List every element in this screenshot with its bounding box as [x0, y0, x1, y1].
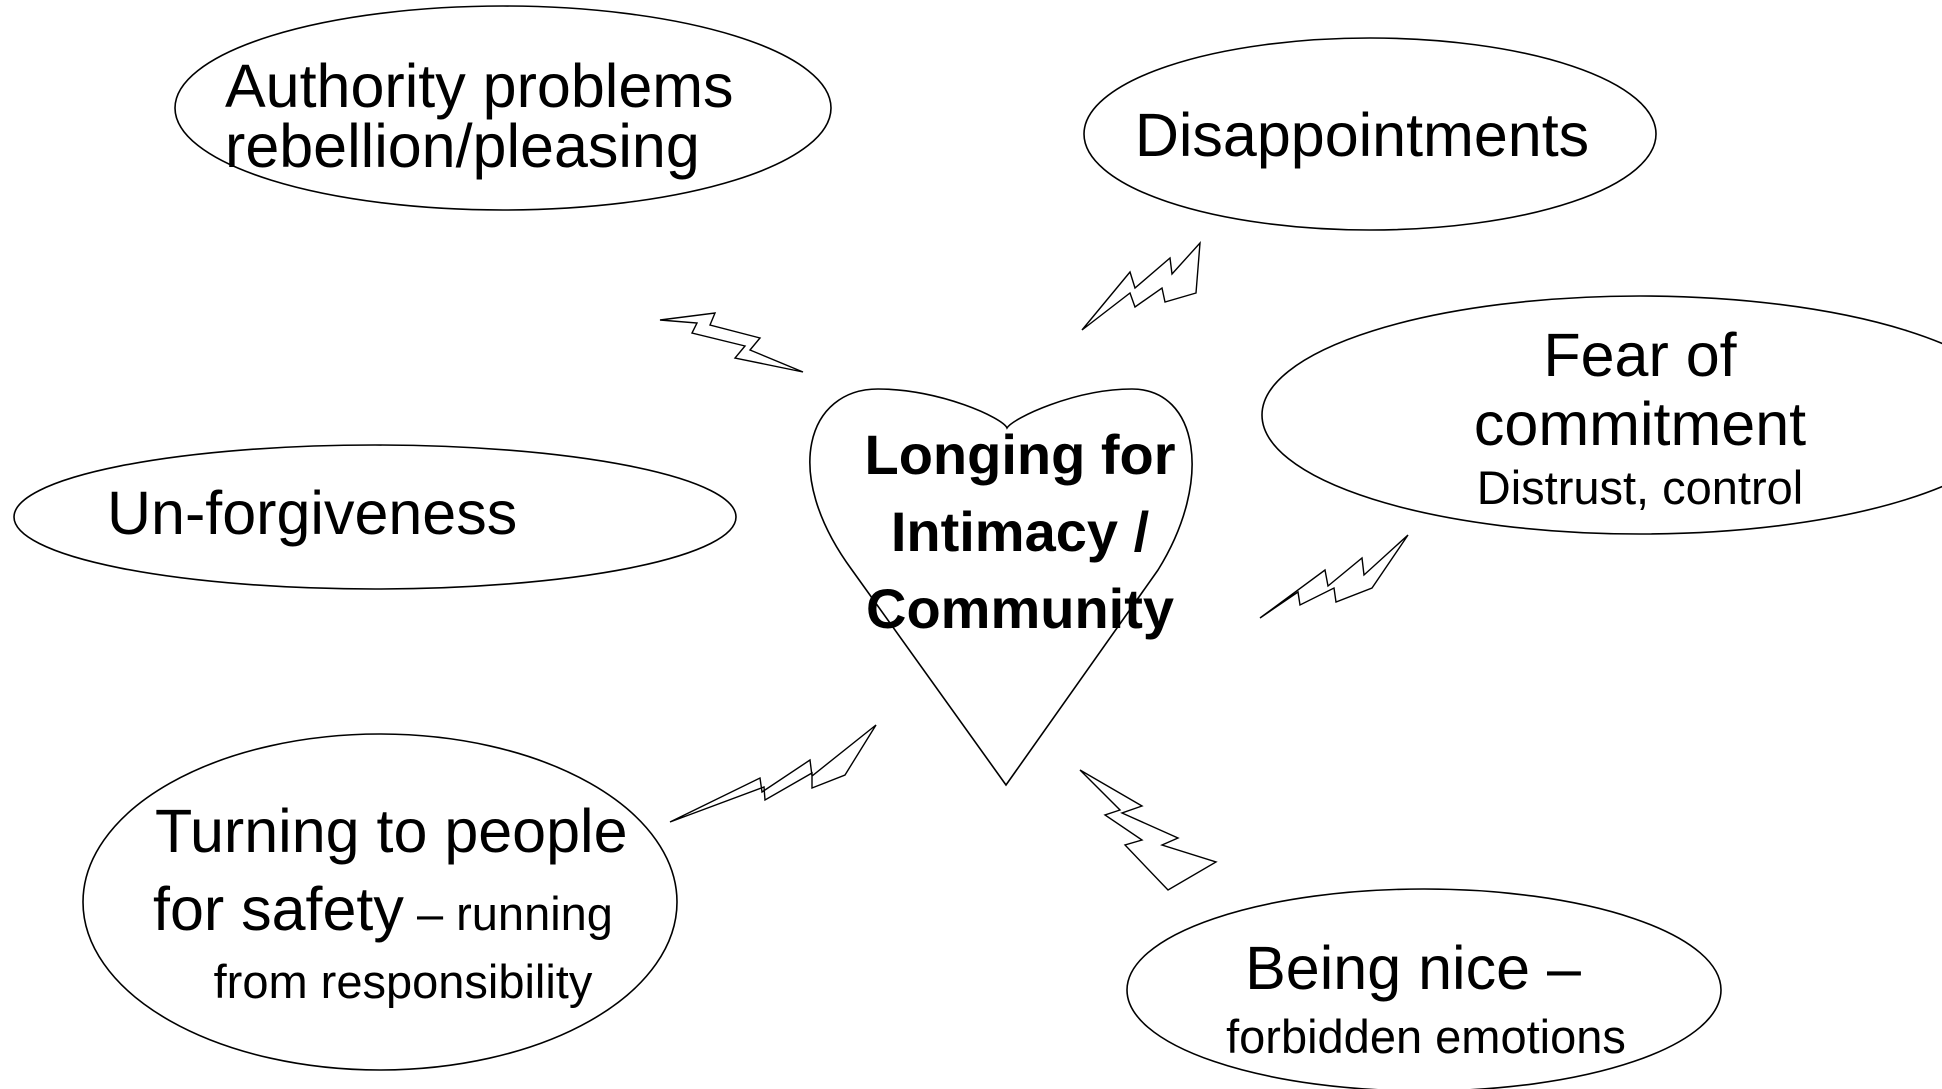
lightning-bolt-icon — [1259, 534, 1409, 619]
node-authority-ellipse — [174, 5, 832, 211]
node-fear-of-commitment: Fear of commitment Distrust, control — [1261, 295, 1942, 535]
node-unforgiveness: Un-forgiveness — [13, 444, 737, 590]
node-being-nice: Being nice – forbidden emotions — [1126, 888, 1722, 1089]
center-heart: Longing for Intimacy / Community — [809, 388, 1193, 787]
node-turning-line2-tail: – running — [404, 887, 613, 940]
lightning-bolt-icon — [659, 312, 804, 373]
node-turning-line2: for safety – running — [153, 875, 613, 943]
lightning-bolt-icon — [669, 724, 877, 823]
node-authority-line1: Authority problems — [225, 52, 734, 120]
node-turning-ellipse — [82, 733, 678, 1071]
node-turning-line3: from responsibility — [214, 955, 593, 1008]
node-fear-line1: Fear of — [1543, 321, 1737, 389]
node-fear-line2: commitment — [1474, 390, 1806, 458]
lightning-bolt-icon — [1079, 769, 1218, 891]
heart-icon — [809, 388, 1193, 787]
node-being-nice-ellipse — [1126, 888, 1722, 1089]
node-disappointments-line1: Disappointments — [1135, 101, 1589, 169]
node-fear-ellipse — [1261, 295, 1942, 535]
node-unforgiveness-line1: Un-forgiveness — [107, 479, 517, 547]
center-line2: Intimacy / — [891, 500, 1150, 563]
center-line3: Community — [866, 577, 1174, 640]
center-line1: Longing for — [864, 423, 1175, 486]
node-being-nice-line2: forbidden emotions — [1226, 1010, 1626, 1063]
node-turning-line2-main: for safety — [153, 875, 404, 943]
node-unforgiveness-ellipse — [13, 444, 737, 590]
node-turning-line1: Turning to people — [155, 797, 628, 865]
lightning-bolt-icon — [1081, 241, 1201, 331]
node-turning-to-people: Turning to people for safety – running f… — [82, 733, 678, 1071]
node-authority-line2: rebellion/pleasing — [225, 112, 700, 180]
node-disappointments-ellipse — [1083, 37, 1657, 231]
node-fear-line3: Distrust, control — [1477, 461, 1803, 514]
node-disappointments: Disappointments — [1083, 37, 1657, 231]
node-authority-problems: Authority problems rebellion/pleasing — [174, 5, 832, 211]
node-being-nice-line1: Being nice – — [1245, 934, 1581, 1002]
